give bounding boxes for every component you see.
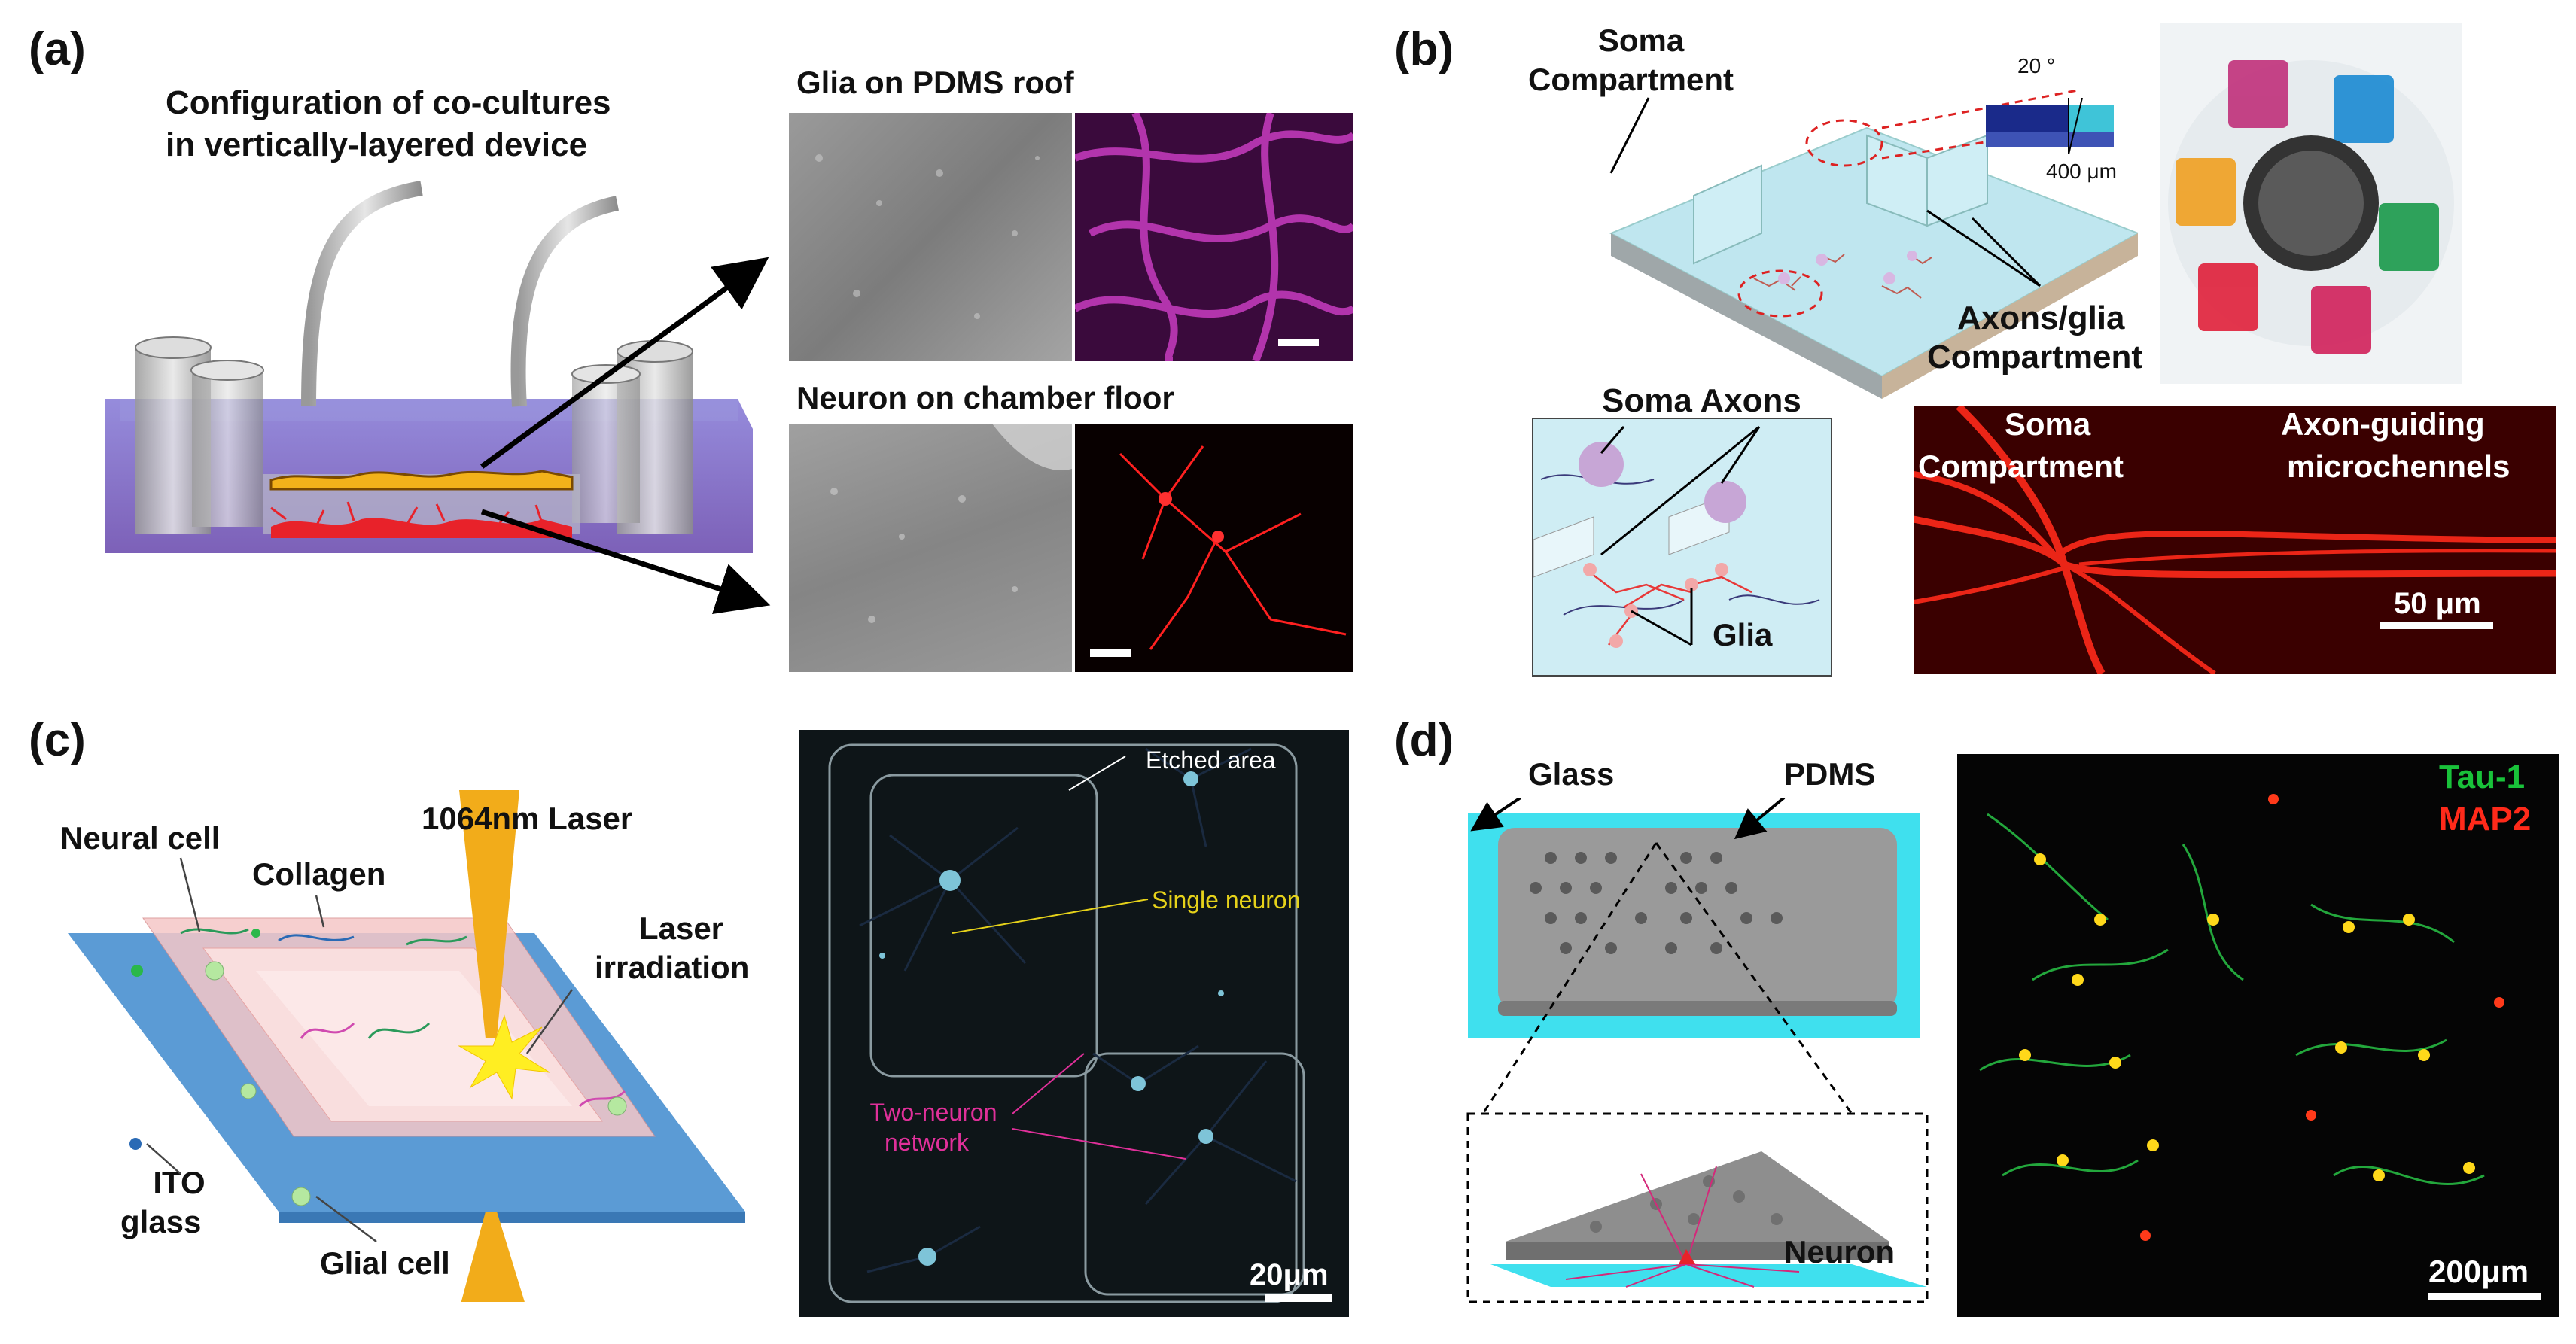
- fluor-soma-line1: Soma: [2004, 406, 2091, 442]
- soma-compartment-line2: Compartment: [1528, 62, 1734, 97]
- channel-angle-inset: [1986, 98, 2114, 158]
- glass-label: Glass: [1528, 756, 1615, 792]
- two-neuron-line1: Two-neuron: [869, 1099, 997, 1126]
- ito-line1: ITO: [153, 1165, 206, 1200]
- fluor-axon-line2: microchennels: [2287, 449, 2511, 484]
- panel-a-title-line1: Configuration of co-cultures: [166, 84, 611, 121]
- glia-pdms-roof-label: Glia on PDMS roof: [796, 65, 1074, 100]
- glia-inset-label: Glia: [1713, 617, 1773, 652]
- soma-axon-glia-inset: [1532, 418, 1832, 677]
- panel-d-scale-label: 200μm: [2428, 1254, 2529, 1289]
- pdms-label: PDMS: [1784, 756, 1876, 792]
- fluor-soma-line2: Compartment: [1918, 449, 2124, 484]
- panel-c-letter: (c): [29, 714, 86, 766]
- angle-label: 20 °: [2017, 54, 2056, 78]
- panel-c-scale-label: 20μm: [1250, 1258, 1329, 1291]
- microchannel-device-illustration: [1596, 60, 2138, 399]
- neuron-fluorescence-image: [1075, 424, 1353, 672]
- pdms-well-illustration: [1460, 798, 1942, 1309]
- neuron-chamber-floor-label: Neuron on chamber floor: [796, 380, 1174, 415]
- panel-d-scale-bar: [2428, 1293, 2541, 1300]
- two-neuron-line2: network: [885, 1129, 970, 1156]
- neural-cell-label: Neural cell: [60, 820, 221, 856]
- soma-axons-label: Soma Axons: [1602, 382, 1801, 419]
- panel-a-device-illustration: [90, 173, 768, 579]
- tau1-label: Tau-1: [2439, 759, 2526, 795]
- panel-b-letter: (b): [1394, 23, 1454, 75]
- axons-glia-line2: Compartment: [1927, 339, 2143, 376]
- glia-fluorescence-image: [1075, 113, 1353, 361]
- glial-cell-label: Glial cell: [320, 1245, 450, 1281]
- ito-line2: glass: [120, 1204, 202, 1239]
- collagen-label: Collagen: [252, 856, 386, 892]
- map2-label: MAP2: [2439, 801, 2532, 838]
- tau1-map2-immunostain-image: [1957, 754, 2559, 1317]
- laser-irradiation-line2: irradiation: [595, 950, 750, 985]
- glia-phase-contrast-image: [789, 113, 1072, 361]
- etched-area-label: Etched area: [1146, 746, 1276, 774]
- laser-label: 1064nm Laser: [422, 801, 633, 836]
- fluor-axon-line1: Axon-guiding: [2281, 406, 2485, 442]
- laser-device-illustration: [53, 790, 775, 1302]
- soma-compartment-line1: Soma: [1597, 23, 1685, 58]
- laser-irradiation-line1: Laser: [638, 911, 724, 946]
- single-neuron-label: Single neuron: [1152, 886, 1301, 914]
- panel-b-scale-bar: [2380, 622, 2493, 629]
- panel-a-title-line2: in vertically-layered device: [166, 126, 588, 163]
- neuron-label: Neuron: [1784, 1234, 1895, 1270]
- axons-glia-line1: Axons/glia: [1957, 300, 2125, 336]
- etched-area-micrograph: [799, 730, 1349, 1317]
- panel-b-scale-label: 50 μm: [2394, 587, 2481, 620]
- panel-c-scale-bar: [1265, 1294, 1332, 1302]
- panel-a-arrows: [480, 257, 771, 615]
- panel-d-letter: (d): [1394, 714, 1454, 766]
- channel-width-label: 400 μm: [2046, 160, 2117, 183]
- panel-a-letter: (a): [29, 23, 86, 75]
- device-photo: [2160, 23, 2462, 384]
- neuron-phase-contrast-image: [789, 424, 1072, 672]
